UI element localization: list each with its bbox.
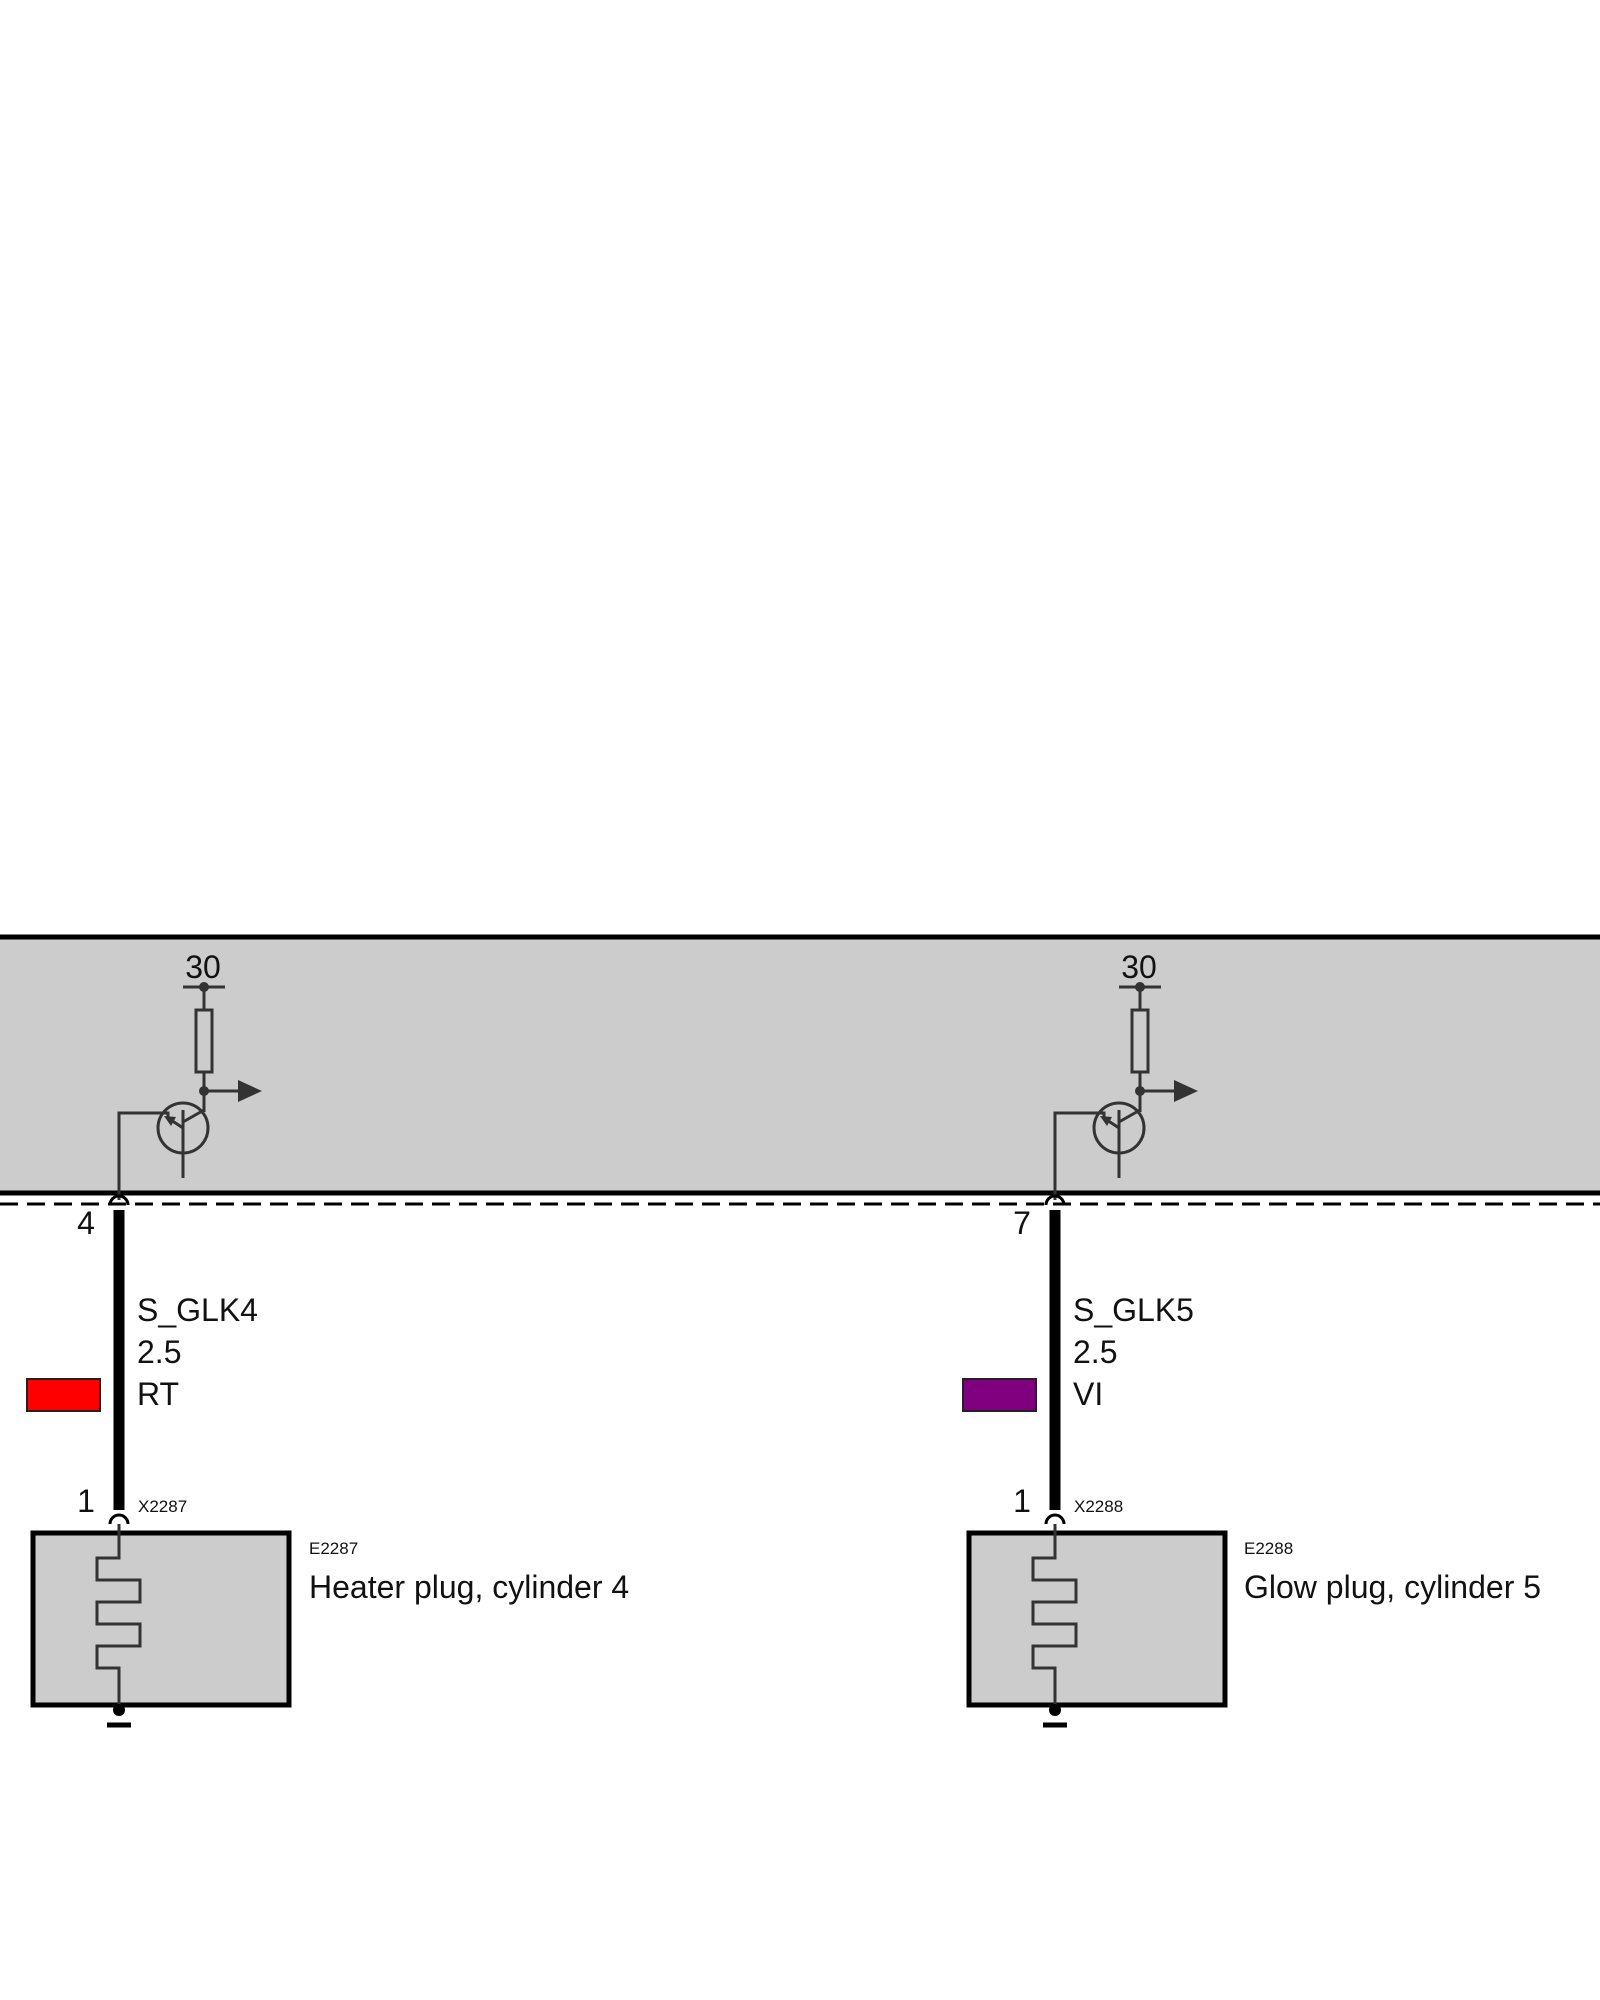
wire-cross-section: 2.5 — [1073, 1334, 1117, 1370]
emitter-to-pin-line — [117, 1111, 170, 1200]
wire-color-swatch — [26, 1378, 101, 1412]
wire-cross-section: 2.5 — [137, 1334, 181, 1370]
output-arrow-icon — [238, 1080, 262, 1102]
emitter-to-pin-line — [1053, 1111, 1106, 1200]
signal-name: S_GLK5 — [1073, 1292, 1194, 1328]
component-box — [30, 1530, 292, 1708]
ground-node — [113, 1704, 125, 1716]
component-id: E2288 — [1244, 1539, 1293, 1558]
glow-element-icon — [1031, 1524, 1078, 1710]
component-id: E2287 — [309, 1539, 358, 1558]
signal-name: S_GLK4 — [137, 1292, 258, 1328]
heater-element-icon — [95, 1524, 142, 1710]
circuit-1: 30 4 S_GLK4 2.5 RT 1 X2287 E2287 — [26, 949, 629, 1728]
component-name: Heater plug, cylinder 4 — [309, 1569, 629, 1605]
connector-id: X2287 — [138, 1497, 187, 1516]
connector-pin-terminal — [1044, 1513, 1066, 1525]
circuit-2: 30 7 S_GLK5 2.5 VI 1 X2288 E2288 Glow pl… — [962, 949, 1541, 1728]
plug-pin-label: 1 — [77, 1483, 95, 1519]
pin-label: 7 — [1013, 1205, 1031, 1241]
control-module-box — [0, 934, 1600, 1196]
ground-node — [1049, 1704, 1061, 1716]
wire-color-swatch — [962, 1378, 1037, 1412]
module-pin-terminal — [108, 1194, 130, 1206]
connector-id: X2288 — [1074, 1497, 1123, 1516]
emitter-arrow-icon — [164, 1116, 176, 1126]
connector-pin-terminal — [108, 1513, 130, 1525]
supply-terminal-label: 30 — [1121, 949, 1157, 985]
plug-pin-label: 1 — [1013, 1483, 1031, 1519]
emitter-arrow-icon — [1100, 1116, 1112, 1126]
supply-terminal-label: 30 — [185, 949, 221, 985]
transistor-collector — [1118, 1108, 1141, 1124]
transistor-collector — [182, 1108, 205, 1124]
module-pin-terminal — [1044, 1194, 1066, 1206]
wire-color-code: RT — [137, 1376, 179, 1412]
wire-color-code: VI — [1073, 1376, 1103, 1412]
output-arrow-icon — [1174, 1080, 1198, 1102]
pin-label: 4 — [77, 1205, 95, 1241]
component-name: Glow plug, cylinder 5 — [1244, 1569, 1541, 1605]
component-box — [966, 1530, 1228, 1708]
